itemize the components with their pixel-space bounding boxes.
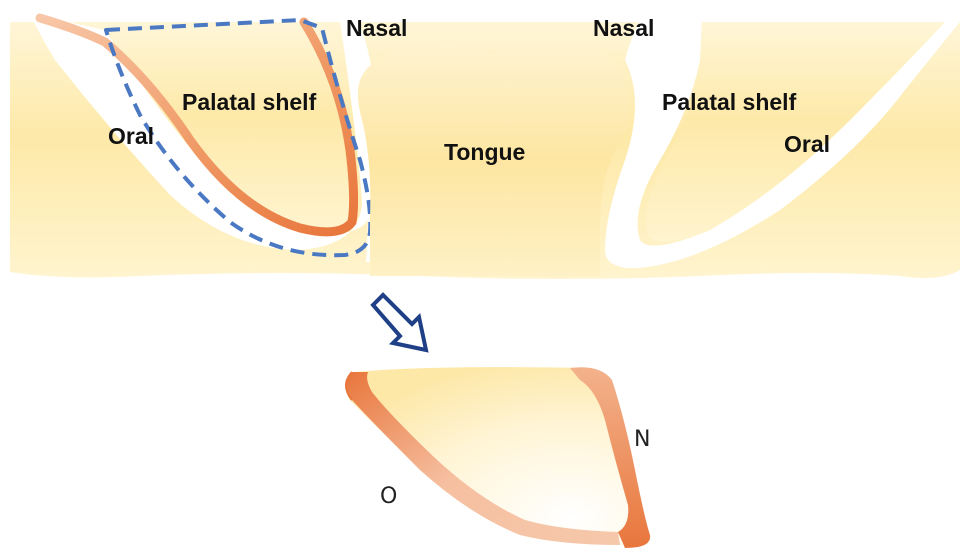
label-oral-left: Oral	[108, 123, 154, 149]
magnify-arrow	[373, 295, 426, 350]
nasal-cavity-top	[0, 0, 960, 22]
label-nasal-left: Nasal	[346, 15, 407, 41]
label-detail-nasal: N	[634, 427, 650, 452]
label-nasal-right: Nasal	[593, 15, 654, 41]
label-tongue: Tongue	[444, 139, 525, 165]
label-oral-right: Oral	[784, 131, 830, 157]
label-detail-oral: O	[380, 484, 397, 509]
label-palatal-shelf-right: Palatal shelf	[662, 89, 797, 115]
label-palatal-shelf-left: Palatal shelf	[182, 89, 317, 115]
